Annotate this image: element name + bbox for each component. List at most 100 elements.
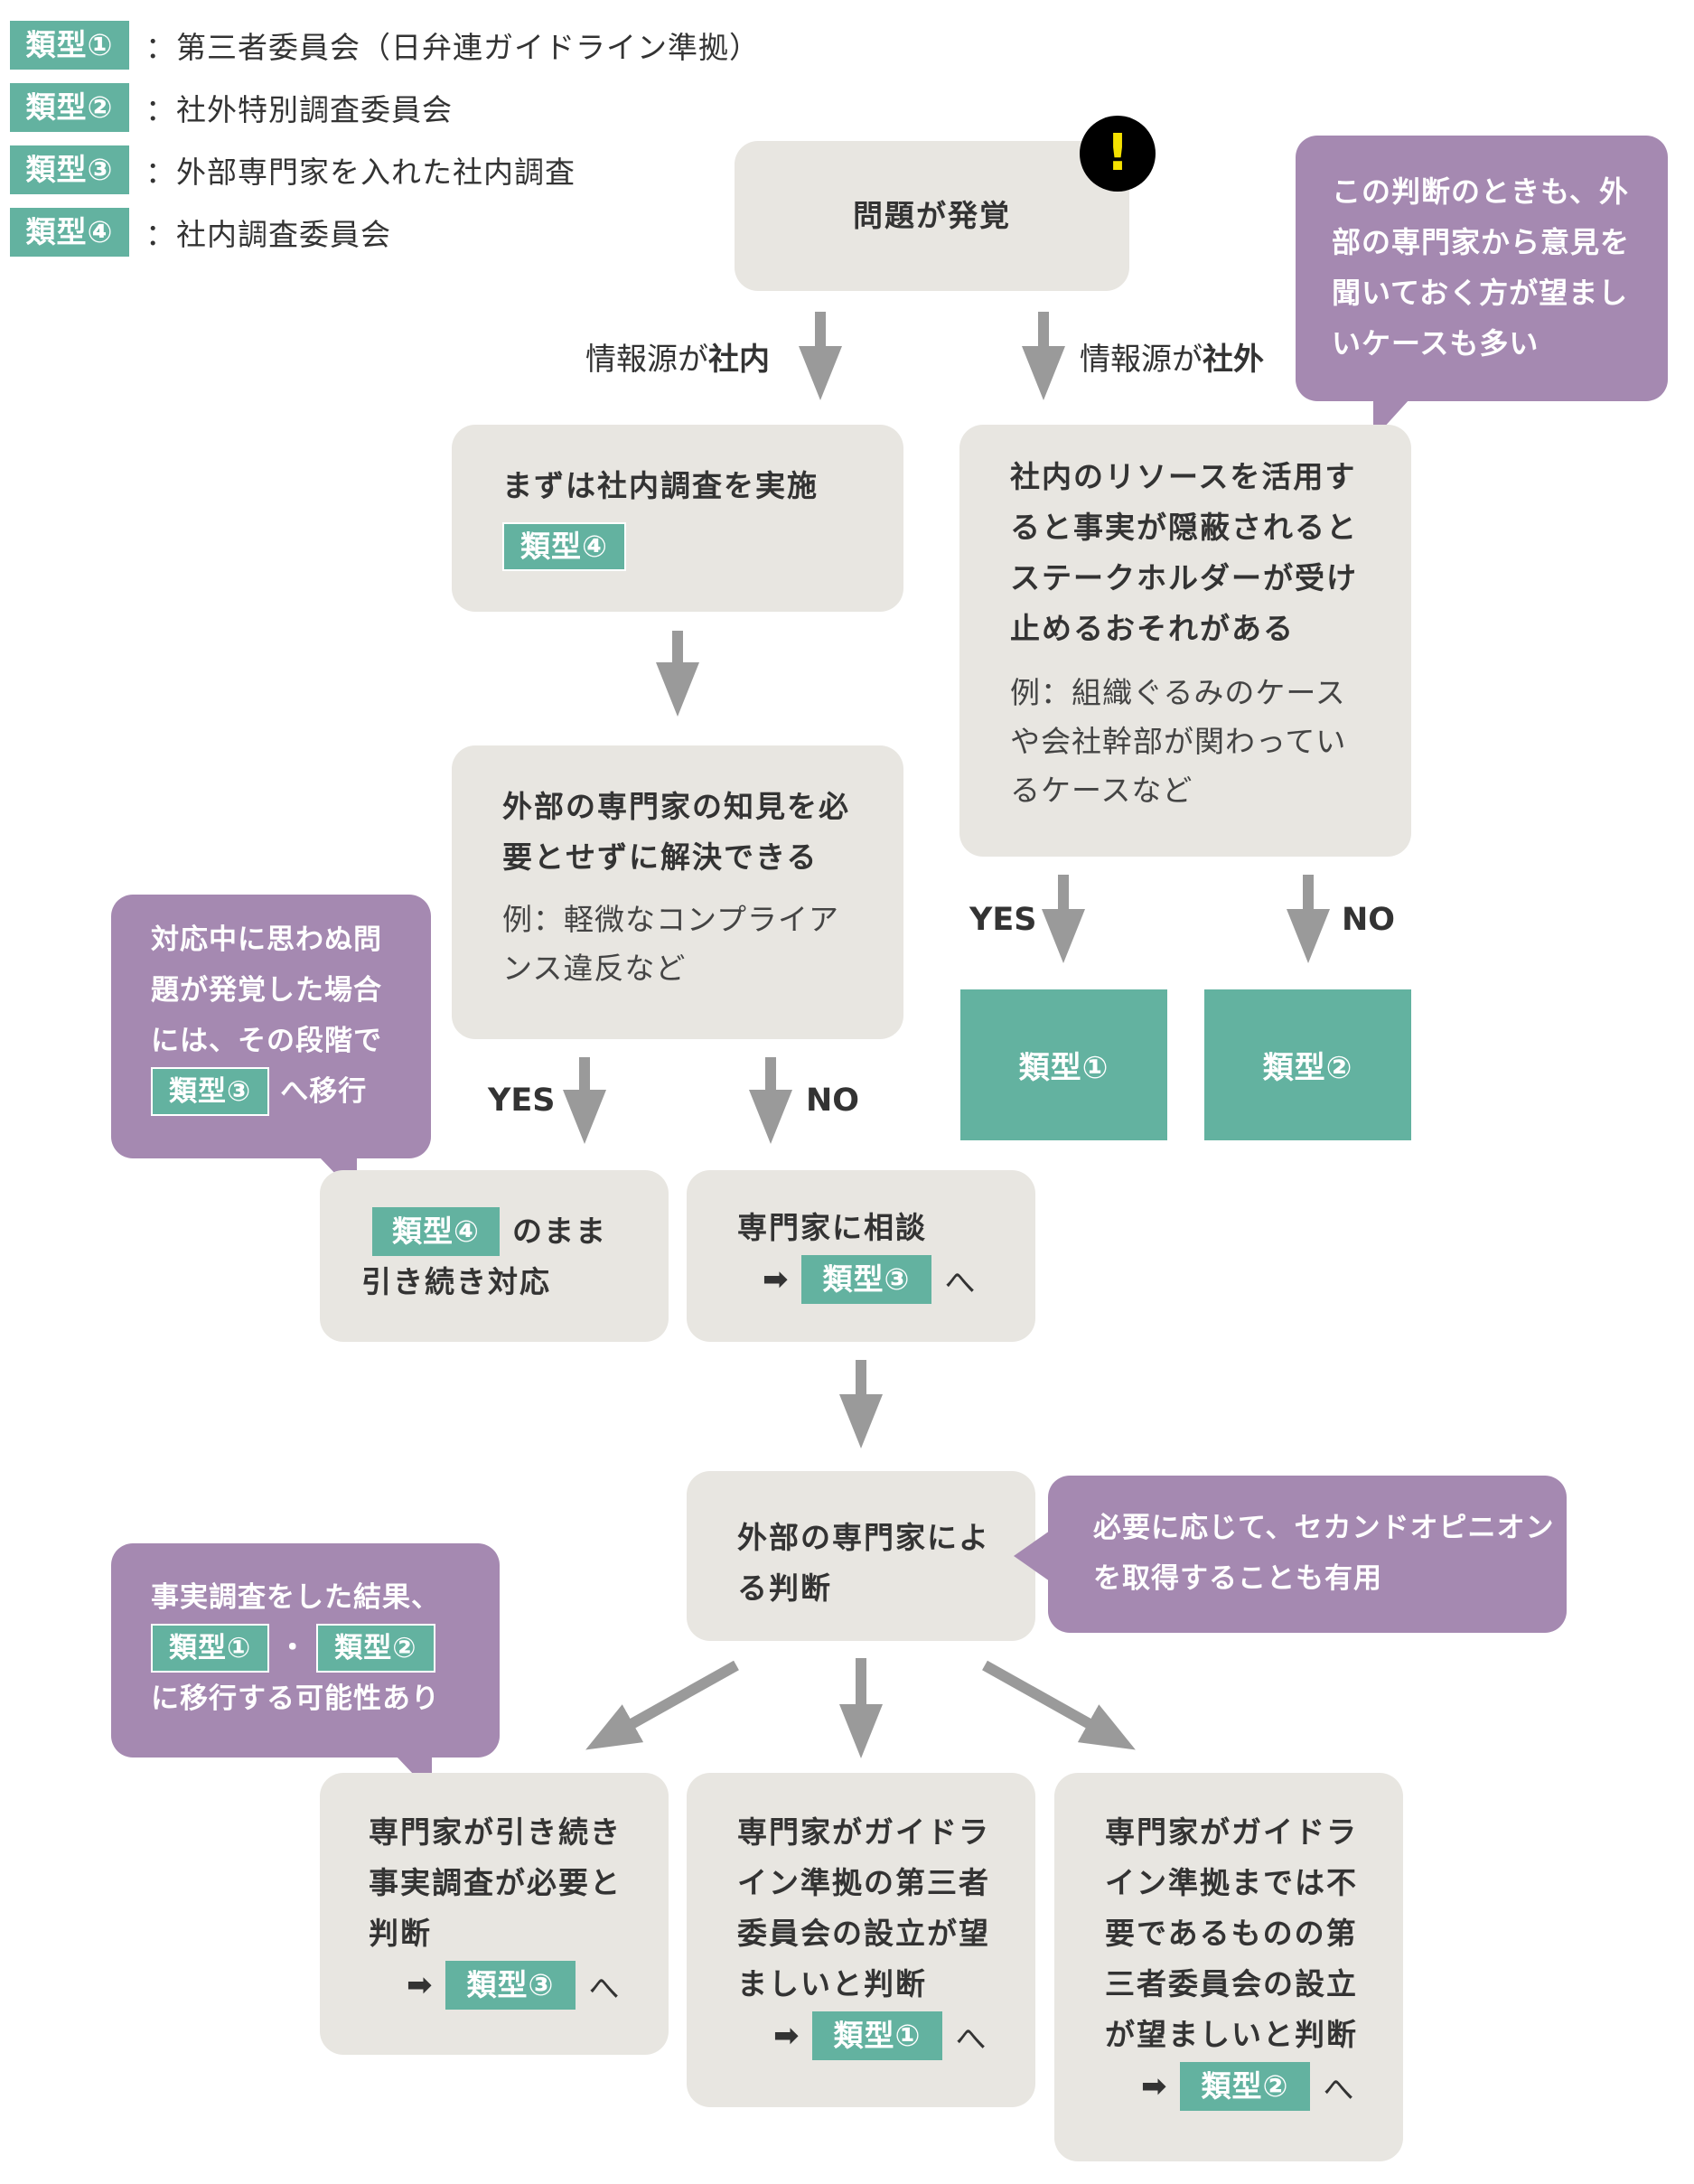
legend-row-4: 類型④ ：社内調査委員会: [10, 208, 391, 257]
outcome-3-line1: 専門家がガイドラ: [1105, 1814, 1358, 1850]
outcome-2-line2: イン準拠の第三者: [737, 1865, 990, 1900]
external-note-line3: 聞いておく方が望まし: [1332, 276, 1629, 310]
right-arrow-icon: ➡: [1141, 2068, 1167, 2104]
branch-internal-prefix: 情報源が: [585, 342, 708, 378]
outcome-1-tag: 類型③: [445, 1961, 576, 2010]
outcome-3-line4: 三者委員会の設立: [1105, 1966, 1358, 2001]
outcome-2-line4: ましいと判断: [737, 1966, 927, 2001]
legend-row-2: 類型② ：社外特別調査委員会: [10, 83, 453, 132]
external-note-line2: 部の専門家から意見を: [1332, 225, 1631, 259]
external-q-line1: 社内のリソースを活用す: [1010, 459, 1357, 494]
second-opinion-line2: を取得することも有用: [1093, 1562, 1382, 1595]
second-opinion-bubble: 必要に応じて、セカンドオピニオン を取得することも有用: [1048, 1476, 1567, 1633]
fact-line2: 類型① ・ 類型②: [151, 1623, 500, 1673]
internal-note-tag: 類型③: [151, 1067, 270, 1116]
outcome-3-line2: イン準拠までは不: [1105, 1865, 1358, 1900]
outcome-1-line1: 専門家が引き続き: [369, 1814, 622, 1850]
start-box: 問題が発覚: [735, 141, 1129, 291]
outcome-2-suffix: へ: [955, 2020, 987, 2057]
branch-external-emph: 社外: [1203, 342, 1264, 378]
legend-tag-3: 類型③: [10, 145, 129, 194]
external-q-line3: ステークホルダーが受け: [1010, 560, 1358, 595]
legend-text-3: ：外部専門家を入れた社内調査: [145, 155, 576, 190]
internal-question-box: 外部の専門家の知見を必 要とせずに解決できる 例：軽微なコンプライア ンス違反な…: [452, 745, 903, 1039]
continue-suffix: のまま: [511, 1214, 607, 1249]
external-q-example1: 例：組織ぐるみのケース: [1010, 675, 1346, 710]
consult-line1: 専門家に相談: [737, 1210, 927, 1245]
consult-expert-box: 専門家に相談 ➡ 類型③ へ: [687, 1170, 1035, 1342]
result-type-2: 類型②: [1204, 989, 1411, 1140]
internal-yes-label: YES: [488, 1083, 556, 1119]
legend-tag-1: 類型①: [10, 21, 129, 70]
internal-note-suffix: へ移行: [280, 1075, 368, 1108]
start-label: 問題が発覚: [853, 198, 1011, 233]
external-q-line4: 止めるおそれがある: [1010, 611, 1295, 646]
arrow-expert-to-outcome-3: [982, 1660, 1136, 1750]
fact-line3: に移行する可能性あり: [151, 1683, 440, 1715]
internal-note-line3: には、その段階で: [151, 1025, 382, 1057]
consult-suffix: へ: [944, 1264, 976, 1301]
expert-line1: 外部の専門家によ: [737, 1520, 990, 1555]
branch-internal-emph: 社内: [708, 342, 770, 378]
external-yes-label: YES: [969, 902, 1037, 938]
internal-first-tag: 類型④: [502, 522, 626, 571]
outcome-1-result: ➡ 類型③ へ: [407, 1961, 669, 2010]
outcome-2-tag: 類型①: [811, 2011, 943, 2060]
internal-q-line2: 要とせずに解決できる: [502, 839, 819, 875]
outcome-2-line3: 委員会の設立が望: [737, 1916, 990, 1951]
outcome-3-tag: 類型②: [1179, 2062, 1311, 2111]
outcome-box-2: 専門家がガイドラ イン準拠の第三者 委員会の設立が望 ましいと判断 ➡ 類型① …: [687, 1773, 1035, 2107]
internal-q-example2: ンス違反など: [502, 951, 687, 986]
outcome-box-1: 専門家が引き続き 事実調査が必要と 判断 ➡ 類型③ へ: [320, 1773, 669, 2055]
external-note-bubble: この判断のときも、外 部の専門家から意見を 聞いておく方が望まし いケースも多い: [1296, 136, 1668, 401]
legend-tag-2: 類型②: [10, 83, 129, 132]
internal-no-label: NO: [806, 1083, 860, 1119]
legend-text-4: ：社内調査委員会: [145, 217, 391, 252]
internal-note-line1: 対応中に思わぬ問: [151, 923, 382, 956]
fact-line1: 事実調査をした結果、: [151, 1581, 440, 1614]
alert-icon: !: [1080, 116, 1156, 192]
internal-q-example1: 例：軽微なコンプライア: [502, 902, 840, 937]
branch-external-prefix: 情報源が: [1080, 342, 1203, 378]
external-question-box: 社内のリソースを活用す ると事実が隠蔽されると ステークホルダーが受け 止めるお…: [959, 425, 1411, 857]
internal-first-tag-row: 類型④: [502, 522, 903, 571]
outcome-2-result: ➡ 類型① へ: [773, 2011, 1035, 2060]
outcome-box-3: 専門家がガイドラ イン準拠までは不 要であるものの第 三者委員会の設立 が望まし…: [1054, 1773, 1403, 2161]
expert-line2: る判断: [737, 1570, 832, 1606]
continue-line2: 引き続き対応: [361, 1264, 551, 1299]
arrow-expert-to-outcome-1: [585, 1660, 739, 1750]
outcome-3-line5: が望ましいと判断: [1105, 2017, 1358, 2052]
external-q-example2: や会社幹部が関わってい: [1010, 724, 1347, 759]
outcome-1-suffix: へ: [588, 1970, 620, 2007]
internal-first-text: まずは社内調査を実施: [502, 468, 819, 503]
result-type-1: 類型①: [960, 989, 1167, 1140]
legend-tag-4: 類型④: [10, 208, 129, 257]
outcome-3-result: ➡ 類型② へ: [1141, 2062, 1403, 2111]
alert-mark: !: [1106, 124, 1129, 183]
second-opinion-line1: 必要に応じて、セカンドオピニオン: [1093, 1512, 1555, 1544]
internal-note-line4: 類型③ へ移行: [151, 1066, 431, 1117]
outcome-1-line2: 事実調査が必要と: [369, 1865, 622, 1900]
legend-text-1: ：第三者委員会（日弁連ガイドライン準拠）: [145, 30, 760, 65]
legend-text-2: ：社外特別調査委員会: [145, 92, 453, 127]
fact-finding-bubble: 事実調査をした結果、 類型① ・ 類型② に移行する可能性あり: [111, 1543, 500, 1758]
outcome-3-line3: 要であるものの第: [1105, 1916, 1358, 1951]
outcome-3-suffix: へ: [1323, 2071, 1354, 2108]
consult-line2: ➡ 類型③ へ: [763, 1255, 1035, 1304]
continue-line1: 類型④ のまま: [372, 1206, 669, 1257]
expert-judgment-box: 外部の専門家によ る判断: [687, 1471, 1035, 1641]
right-arrow-icon: ➡: [407, 1967, 433, 2003]
fact-tag-b: 類型②: [316, 1624, 435, 1673]
internal-note-bubble: 対応中に思わぬ問 題が発覚した場合 には、その段階で 類型③ へ移行: [111, 895, 431, 1158]
internal-q-line1: 外部の専門家の知見を必: [502, 789, 850, 824]
consult-tag: 類型③: [800, 1255, 932, 1304]
branch-label-external: 情報源が社外: [1080, 334, 1264, 379]
fact-dot: ・: [278, 1632, 308, 1664]
external-q-line2: ると事実が隠蔽されると: [1010, 510, 1358, 545]
right-arrow-icon: ➡: [773, 2018, 800, 2054]
internal-note-line2: 題が発覚した場合: [151, 974, 382, 1007]
external-note-line4: いケースも多い: [1332, 326, 1540, 361]
legend-row-1: 類型① ：第三者委員会（日弁連ガイドライン準拠）: [10, 21, 760, 70]
legend-row-3: 類型③ ：外部専門家を入れた社内調査: [10, 145, 576, 194]
